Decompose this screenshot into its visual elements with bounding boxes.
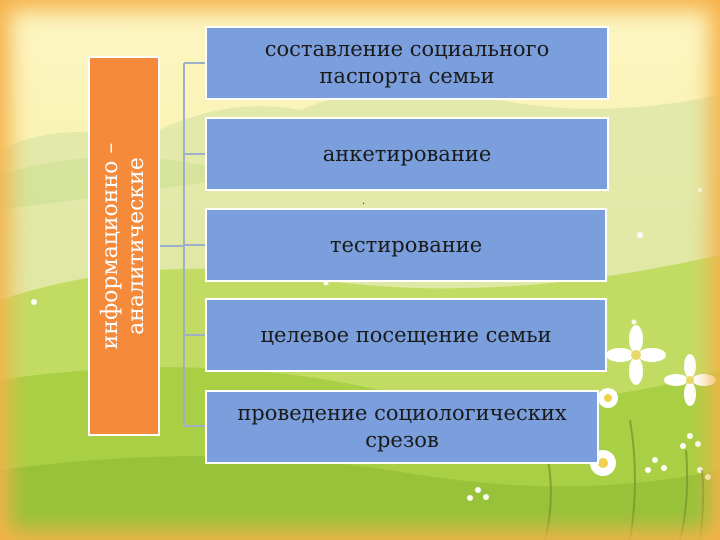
flower-icon [590,325,716,476]
root-category-box: информационно – аналитические [88,56,160,436]
item-label: проведение социологических срезов [237,401,567,452]
item-box-questionnaire: анкетирование [205,117,609,191]
item-box-family-visit: целевое посещение семьи [205,298,607,372]
item-label: составление социального паспорта семьи [264,37,550,88]
item-label: анкетирование [322,141,492,166]
stray-mark: . [362,196,366,207]
item-label: тестирование [329,232,483,257]
item-box-sociological-slices: проведение социологических срезов [205,390,599,464]
root-category-label: информационно – аналитические [98,142,149,350]
item-label: целевое посещение семьи [260,322,552,347]
item-box-social-passport: составление социального паспорта семьи [205,26,609,100]
connector-lines [160,62,205,427]
item-box-testing: тестирование [205,208,607,282]
